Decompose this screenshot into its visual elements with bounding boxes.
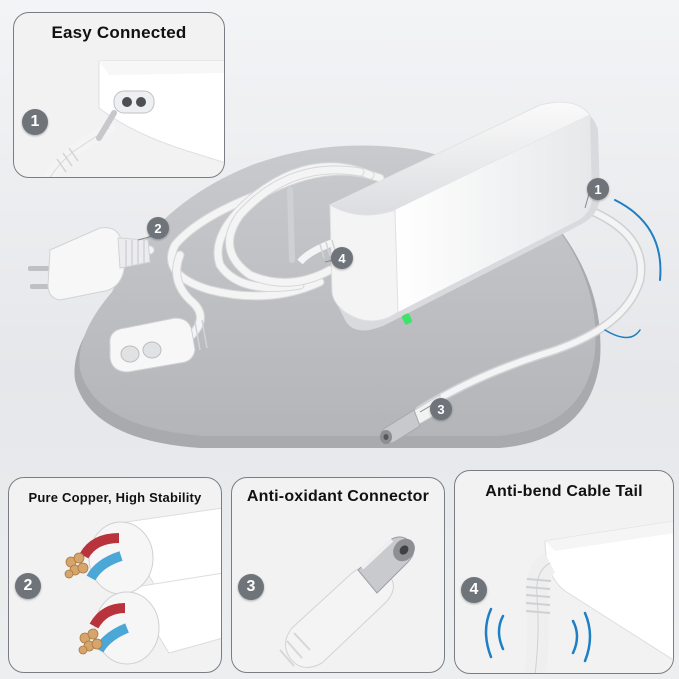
ac-power-brick-icon: [297, 101, 600, 331]
cable-tail-closeup-icon: [484, 520, 673, 673]
panel-badge: 3: [238, 574, 264, 600]
panel-title: Anti-oxidant Connector: [246, 488, 430, 505]
panel-anti-bend-tail: Anti-bend Cable Tail 4: [454, 470, 674, 674]
callout-badge-cable-tail: 4: [331, 247, 353, 269]
flex-motion-lines-icon: [604, 199, 662, 339]
flex-motion-lines-icon: [484, 607, 592, 663]
panel-title: Anti-bend Cable Tail: [485, 483, 643, 500]
panel-title: Pure Copper, High Stability: [28, 490, 202, 505]
panel-pure-copper: Pure Copper, High Stability 2: [8, 477, 222, 673]
panel-easy-connected: Easy Connected 1: [13, 12, 225, 178]
callout-badge-adapter: 1: [587, 178, 609, 200]
panel-badge: 1: [22, 109, 48, 135]
copper-wire-bundle-icon: [64, 507, 221, 665]
hero-illustration: [28, 101, 662, 448]
panel-badge: 2: [15, 573, 41, 599]
panel-anti-oxidant-connector: Anti-oxidant Connector 3: [231, 477, 445, 673]
panel-title: Easy Connected: [51, 23, 187, 42]
us-plug-icon: [28, 227, 151, 301]
panel-badge: 4: [461, 577, 487, 603]
figure-8-socket-icon: [113, 90, 155, 114]
socket-closeup-illustration: [43, 60, 224, 177]
dc-output-cable: [415, 195, 646, 415]
figure-8-connector-icon: [109, 317, 208, 373]
callout-badge-plug: 2: [147, 217, 169, 239]
power-led-indicator: [401, 313, 413, 325]
callout-badge-dc-tip: 3: [430, 398, 452, 420]
dc-barrel-plug-closeup-icon: [279, 536, 415, 668]
